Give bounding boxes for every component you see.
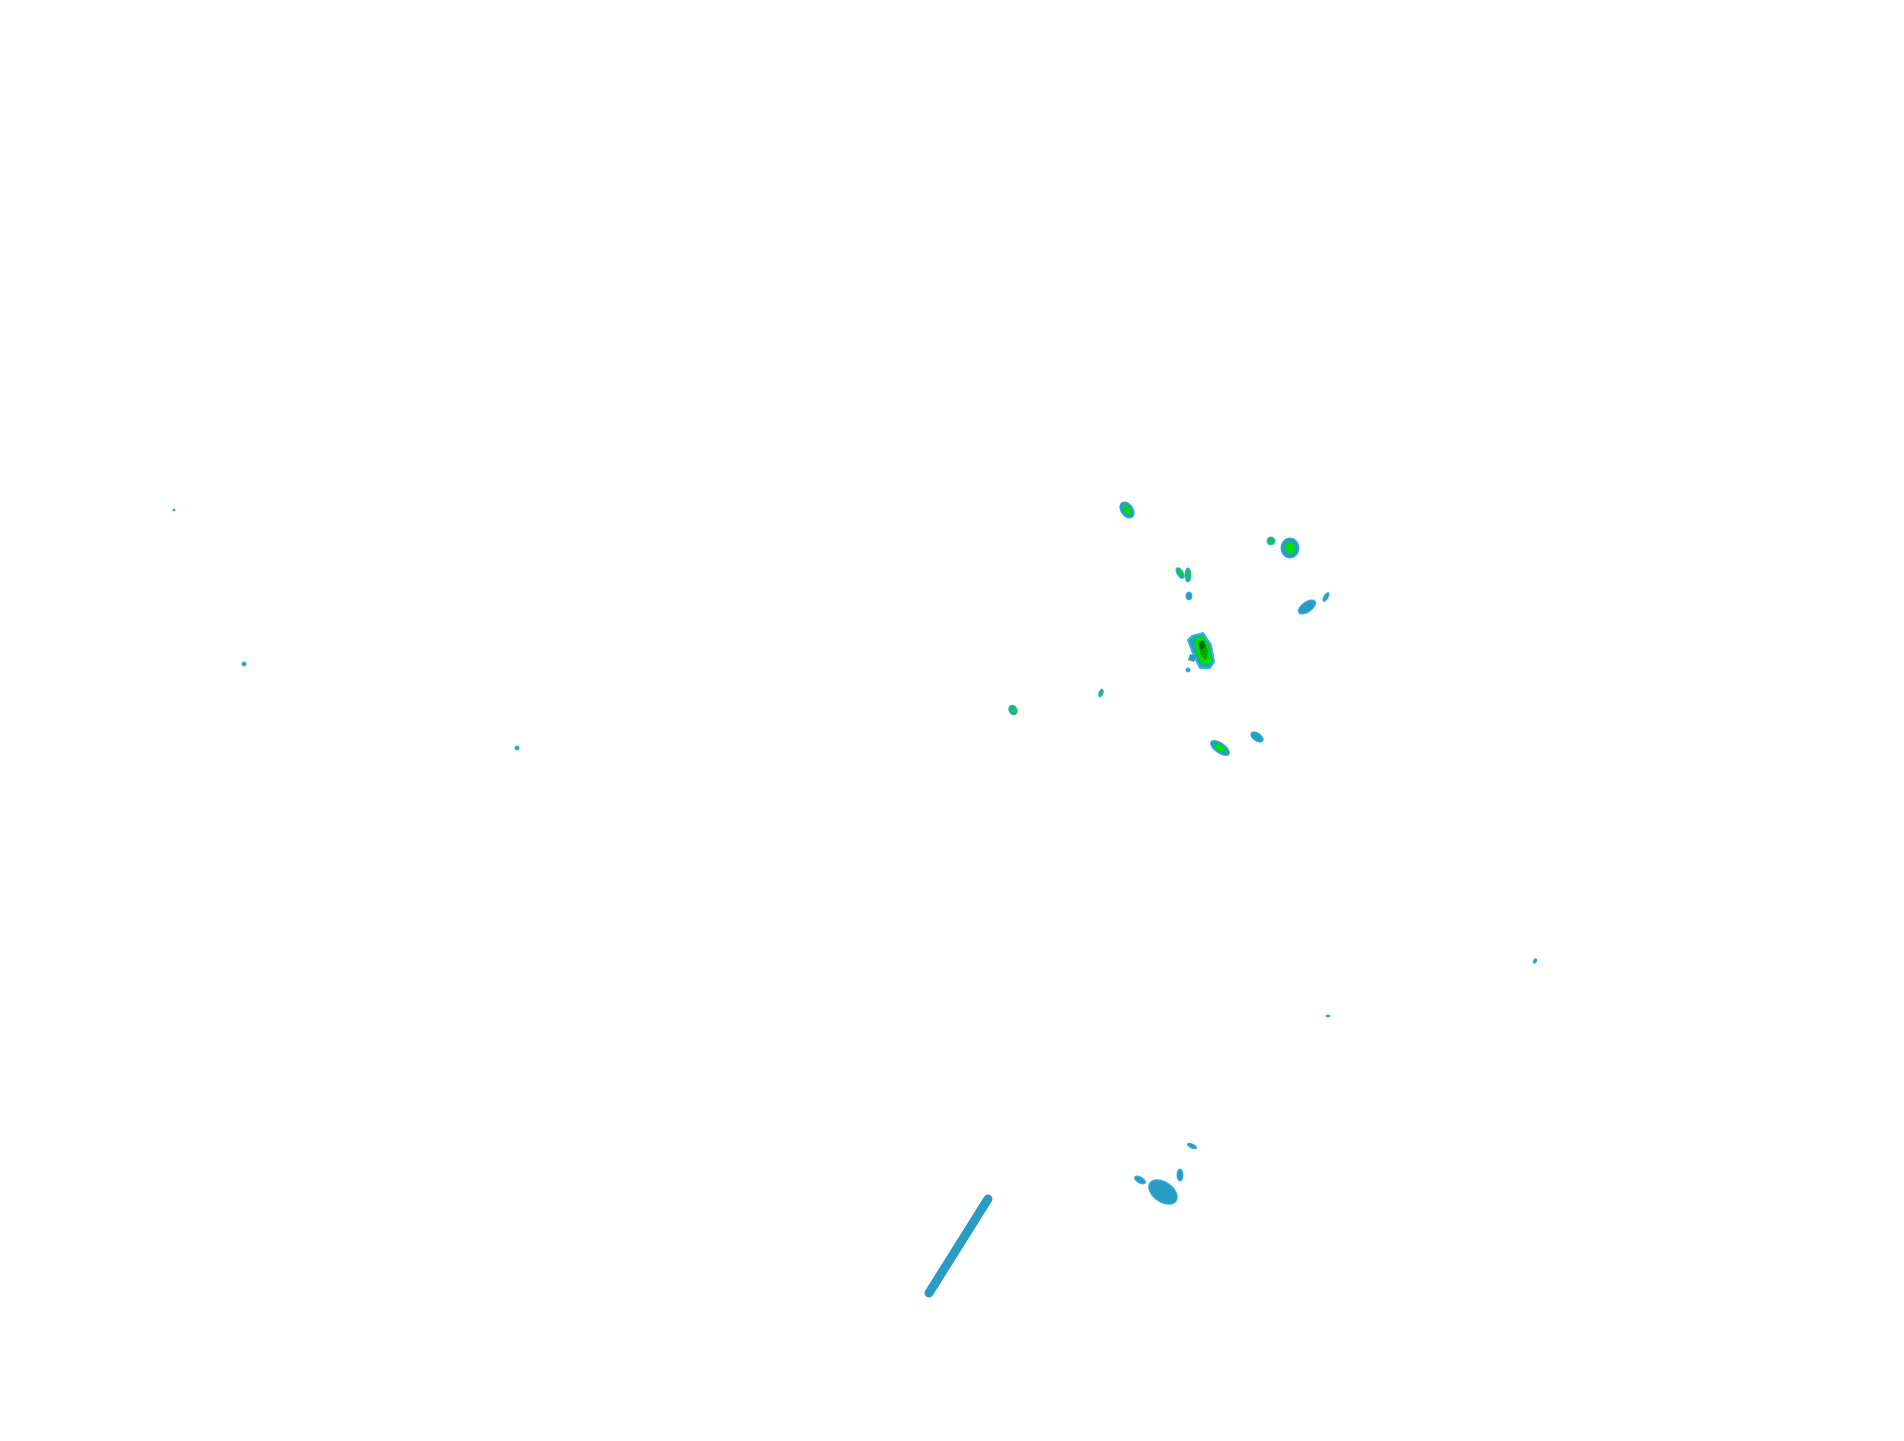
radar-cell-moderate xyxy=(1268,538,1274,544)
radar-cell-light xyxy=(172,508,176,512)
radar-cell-moderate xyxy=(1285,542,1295,554)
radar-cell-light xyxy=(1134,1175,1146,1185)
radar-cell-moderate xyxy=(1099,690,1103,696)
radar-cell-light xyxy=(241,661,247,667)
radar-storm-intense xyxy=(1199,641,1205,649)
radar-cell-moderate xyxy=(1186,570,1190,580)
radar-cell-light xyxy=(1532,958,1538,964)
radar-cell-light xyxy=(1176,1168,1184,1182)
radar-cell-light xyxy=(1185,591,1193,601)
radar-cell-moderate xyxy=(1214,743,1226,753)
radar-cell-moderate xyxy=(515,746,519,750)
radar-cell-light xyxy=(1148,1179,1178,1205)
radar-cell-light xyxy=(1185,667,1191,673)
radar-cell-light xyxy=(1322,592,1330,602)
radar-cell-moderate xyxy=(1122,505,1132,515)
radar-cell-light xyxy=(1250,731,1264,743)
radar-cell-light xyxy=(1297,599,1317,615)
radar-storm-outflow xyxy=(1188,654,1196,662)
radar-line-band xyxy=(924,1194,993,1298)
radar-cell-light xyxy=(1186,1142,1198,1150)
radar-cell-moderate xyxy=(1010,707,1016,713)
radar-cell-light xyxy=(1325,1014,1331,1018)
radar-cell-moderate xyxy=(1177,569,1183,577)
